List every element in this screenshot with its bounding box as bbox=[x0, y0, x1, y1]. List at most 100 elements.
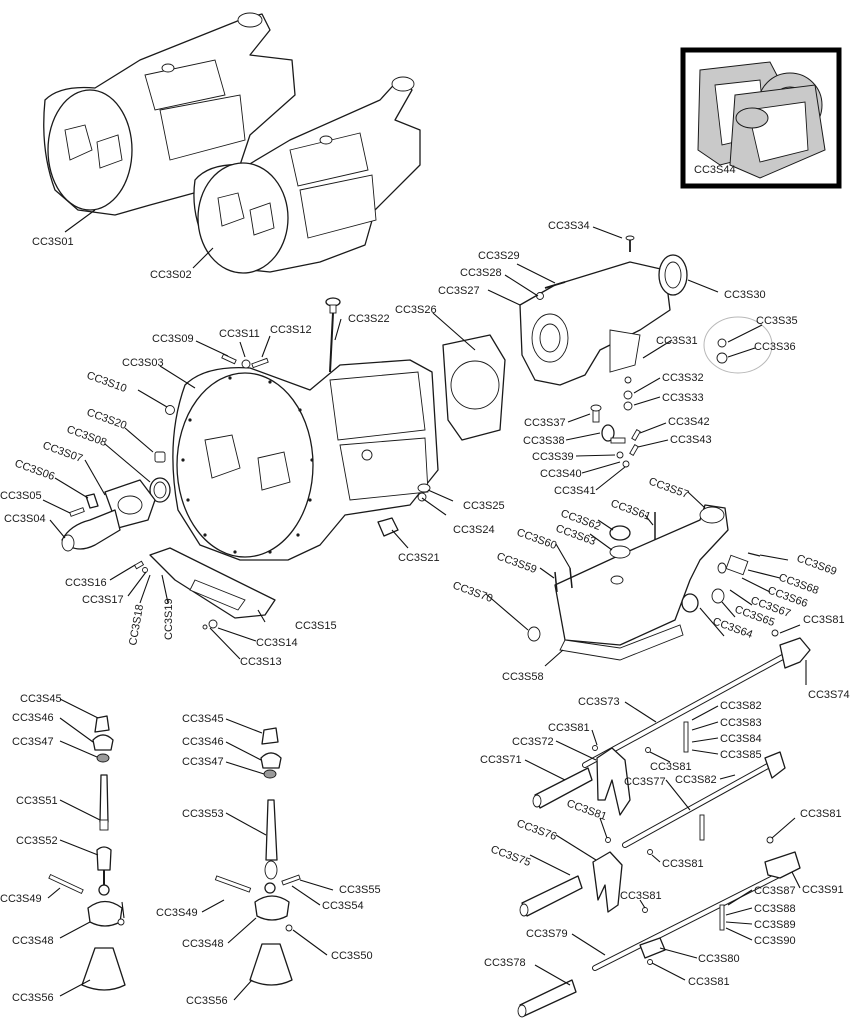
label-cc3s34: CC3S34 bbox=[548, 220, 590, 232]
selector-rod-cc3s73[interactable] bbox=[532, 637, 811, 816]
label-cc3s59: CC3S59 bbox=[495, 551, 538, 576]
label-cc3s37: CC3S37 bbox=[524, 417, 566, 429]
label-cc3s48-a: CC3S48 bbox=[12, 935, 54, 947]
label-cc3s71: CC3S71 bbox=[480, 754, 522, 766]
linkage-parts[interactable] bbox=[590, 404, 641, 468]
label-cc3s70: CC3S70 bbox=[451, 580, 494, 605]
label-cc3s06: CC3S06 bbox=[13, 458, 56, 483]
label-cc3s20: CC3S20 bbox=[85, 407, 128, 432]
selector-rod-cc3s77[interactable] bbox=[519, 751, 786, 917]
label-cc3s49-b: CC3S49 bbox=[156, 907, 198, 919]
label-cc3s88: CC3S88 bbox=[754, 903, 796, 915]
label-cc3s44: CC3S44 bbox=[694, 164, 736, 176]
label-cc3s58: CC3S58 bbox=[502, 671, 544, 683]
label-cc3s72: CC3S72 bbox=[512, 736, 554, 748]
label-cc3s19: CC3S19 bbox=[163, 598, 175, 640]
label-cc3s25: CC3S25 bbox=[463, 500, 505, 512]
label-cc3s78: CC3S78 bbox=[484, 957, 526, 969]
label-cc3s30: CC3S30 bbox=[724, 289, 766, 301]
label-cc3s55: CC3S55 bbox=[339, 884, 381, 896]
label-cc3s81-b: CC3S81 bbox=[650, 761, 692, 773]
label-cc3s41: CC3S41 bbox=[554, 485, 596, 497]
label-cc3s76: CC3S76 bbox=[515, 818, 558, 843]
label-cc3s81-a: CC3S81 bbox=[548, 722, 590, 734]
label-cc3s47-b: CC3S47 bbox=[182, 756, 224, 768]
label-cc3s81-d: CC3S81 bbox=[565, 798, 608, 823]
label-cc3s33: CC3S33 bbox=[662, 392, 704, 404]
label-cc3s83: CC3S83 bbox=[720, 717, 762, 729]
label-cc3s01: CC3S01 bbox=[32, 236, 74, 248]
label-cc3s15: CC3S15 bbox=[295, 620, 337, 632]
label-cc3s40: CC3S40 bbox=[540, 468, 582, 480]
label-cc3s28: CC3S28 bbox=[460, 267, 502, 279]
label-cc3s90: CC3S90 bbox=[754, 935, 796, 947]
label-cc3s08: CC3S08 bbox=[65, 424, 108, 449]
label-cc3s36: CC3S36 bbox=[754, 341, 796, 353]
label-cc3s02: CC3S02 bbox=[150, 269, 192, 281]
label-cc3s04: CC3S04 bbox=[4, 513, 46, 525]
label-cc3s56-b: CC3S56 bbox=[186, 995, 228, 1007]
label-cc3s49-a: CC3S49 bbox=[0, 893, 42, 905]
leader-lines bbox=[42, 209, 807, 1001]
label-cc3s69: CC3S69 bbox=[795, 553, 838, 578]
label-cc3s47-a: CC3S47 bbox=[12, 736, 54, 748]
label-cc3s21: CC3S21 bbox=[398, 552, 440, 564]
label-cc3s07: CC3S07 bbox=[41, 440, 84, 465]
gearbox-casing-cc3s02[interactable] bbox=[193, 76, 421, 274]
label-cc3s03: CC3S03 bbox=[122, 357, 164, 369]
dipstick-cc3s22[interactable] bbox=[325, 297, 341, 373]
gear-lever-assembly-2[interactable] bbox=[214, 727, 301, 986]
detent-parts[interactable] bbox=[592, 629, 779, 965]
label-cc3s82-a: CC3S82 bbox=[720, 700, 762, 712]
label-cc3s82-b: CC3S82 bbox=[675, 774, 717, 786]
label-cc3s75: CC3S75 bbox=[489, 844, 532, 869]
front-cover-assembly[interactable] bbox=[61, 479, 156, 552]
label-cc3s24: CC3S24 bbox=[453, 524, 495, 536]
label-cc3s91: CC3S91 bbox=[802, 884, 844, 896]
label-cc3s14: CC3S14 bbox=[256, 637, 298, 649]
label-cc3s61: CC3S61 bbox=[609, 498, 652, 523]
label-cc3s77: CC3S77 bbox=[624, 776, 666, 788]
label-cc3s13: CC3S13 bbox=[240, 656, 282, 668]
small-parts-case[interactable] bbox=[149, 353, 431, 537]
label-cc3s89: CC3S89 bbox=[754, 919, 796, 931]
bracket-cc3s15[interactable] bbox=[133, 547, 276, 630]
gear-lever-assembly-1[interactable] bbox=[48, 715, 126, 991]
label-cc3s16: CC3S16 bbox=[65, 577, 107, 589]
label-cc3s11: CC3S11 bbox=[219, 328, 260, 340]
label-cc3s57: CC3S57 bbox=[647, 476, 690, 501]
label-cc3s10: CC3S10 bbox=[85, 370, 128, 395]
label-cc3s79: CC3S79 bbox=[526, 928, 568, 940]
label-cc3s05: CC3S05 bbox=[0, 490, 42, 502]
label-cc3s42: CC3S42 bbox=[668, 416, 710, 428]
label-cc3s60: CC3S60 bbox=[515, 527, 558, 552]
label-cc3s80: CC3S80 bbox=[698, 953, 740, 965]
label-cc3s56-a: CC3S56 bbox=[12, 992, 54, 1004]
label-cc3s73: CC3S73 bbox=[578, 696, 620, 708]
label-cc3s51: CC3S51 bbox=[16, 795, 58, 807]
label-cc3s18: CC3S18 bbox=[127, 603, 146, 646]
label-cc3s81-c: CC3S81 bbox=[803, 614, 845, 626]
label-cc3s38: CC3S38 bbox=[523, 435, 565, 447]
selector-rod-cc3s79[interactable] bbox=[517, 851, 801, 1018]
gasket-set-inset[interactable] bbox=[680, 47, 842, 189]
rear-extension-cc3s27[interactable] bbox=[519, 235, 773, 411]
remote-housing-cc3s57[interactable] bbox=[527, 504, 761, 661]
label-cc3s43: CC3S43 bbox=[670, 434, 712, 446]
label-cc3s22: CC3S22 bbox=[348, 313, 390, 325]
label-cc3s26: CC3S26 bbox=[395, 304, 437, 316]
label-cc3s45-b: CC3S45 bbox=[182, 713, 224, 725]
label-cc3s81-g: CC3S81 bbox=[620, 890, 662, 902]
label-cc3s17: CC3S17 bbox=[82, 594, 124, 606]
label-cc3s27: CC3S27 bbox=[438, 285, 480, 297]
label-cc3s84: CC3S84 bbox=[720, 733, 762, 745]
label-cc3s85: CC3S85 bbox=[720, 749, 762, 761]
label-cc3s39: CC3S39 bbox=[532, 451, 574, 463]
label-cc3s45-a: CC3S45 bbox=[20, 693, 62, 705]
label-cc3s46-a: CC3S46 bbox=[12, 712, 54, 724]
label-cc3s54: CC3S54 bbox=[322, 900, 364, 912]
gasket-cc3s26[interactable] bbox=[442, 334, 506, 441]
label-cc3s81-h: CC3S81 bbox=[688, 976, 730, 988]
main-gearbox-case-cc3s03[interactable] bbox=[172, 359, 439, 561]
